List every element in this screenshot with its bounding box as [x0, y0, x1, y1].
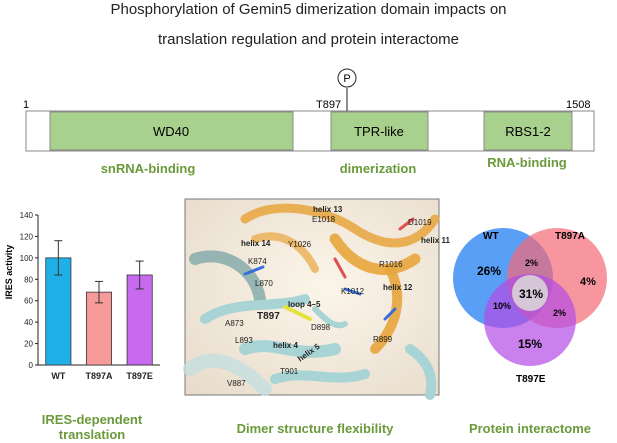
- rbs-label: RBS1-2: [505, 124, 551, 139]
- end-position: 1508: [566, 99, 590, 111]
- label-v887: V887: [227, 379, 246, 388]
- label-d1019: D1019: [408, 218, 432, 227]
- phospho-label: P: [343, 73, 350, 85]
- wd40-label: WD40: [153, 124, 189, 139]
- venn-t897a-only: 4%: [580, 276, 596, 288]
- dimerization-label: dimerization: [340, 161, 417, 176]
- venn-circle-t897e: [484, 274, 576, 366]
- dimer-structure-image: helix 13 E1018 D1019 helix 11 helix 14 Y…: [183, 198, 450, 400]
- bar-wt: [45, 257, 72, 366]
- bar-caption: IRES-dependent translation: [41, 412, 143, 442]
- y-tick-label: 0: [29, 361, 34, 370]
- venn-wt-a: 2%: [525, 258, 538, 268]
- label-e1018: E1018: [312, 215, 336, 224]
- label-l870: L870: [255, 279, 273, 288]
- bar-t897a: [85, 291, 113, 366]
- x-tick-label: T897A: [85, 371, 113, 381]
- label-r899: R899: [373, 335, 393, 344]
- label-a873: A873: [225, 319, 244, 328]
- title-line-1: Phosphorylation of Gemin5 dimerization d…: [110, 1, 507, 18]
- tpr-label: TPR-like: [354, 124, 404, 139]
- venn-label-wt: WT: [483, 231, 499, 242]
- y-tick-label: 20: [24, 340, 33, 349]
- y-tick-label: 140: [20, 211, 34, 220]
- start-position: 1: [23, 99, 29, 111]
- rbs-domain: [483, 111, 573, 151]
- label-loop-4-5: loop 4–5: [288, 300, 321, 309]
- venn-center-region: [512, 275, 548, 311]
- y-axis-label: IRES activity: [4, 245, 14, 300]
- label-helix-12: helix 12: [383, 283, 413, 292]
- site-position: T897: [316, 99, 341, 111]
- label-t901: T901: [280, 367, 299, 376]
- rna-binding-label: RNA-binding: [487, 155, 566, 170]
- y-tick-label: 80: [24, 275, 33, 284]
- label-helix-11: helix 11: [421, 236, 450, 245]
- venn-t897e-only: 15%: [518, 337, 542, 351]
- venn-caption: Protein interactome: [468, 421, 592, 436]
- title-line-2: translation regulation and protein inter…: [157, 31, 460, 48]
- label-d898: D898: [311, 323, 331, 332]
- wd40-domain: [49, 111, 294, 151]
- venn-all: 31%: [519, 287, 543, 301]
- x-tick-label: T897E: [126, 371, 153, 381]
- label-k1012: K1012: [341, 287, 365, 296]
- snrna-binding-label: snRNA-binding: [101, 161, 196, 176]
- phospho-circle: [337, 68, 357, 88]
- bar-t897e: [126, 274, 153, 366]
- venn-label-t897a: T897A: [555, 231, 585, 242]
- y-tick-label: 100: [20, 254, 34, 263]
- venn-a-e: 2%: [553, 308, 566, 318]
- label-r1016: R1016: [379, 260, 403, 269]
- x-tick-label: WT: [51, 371, 65, 381]
- label-y1026: Y1026: [288, 240, 312, 249]
- venn-wt-only: 26%: [477, 264, 501, 278]
- label-k874: K874: [248, 257, 267, 266]
- label-t897: T897: [257, 311, 280, 322]
- tpr-like-domain: [330, 111, 429, 151]
- label-helix-14: helix 14: [241, 239, 271, 248]
- interactome-venn: WT T897A T897E 26% 4% 15% 2% 10% 2% 31%: [453, 228, 607, 385]
- label-l893: L893: [235, 336, 253, 345]
- label-helix-4: helix 4: [273, 341, 298, 350]
- y-tick-label: 120: [20, 232, 34, 241]
- label-helix-13: helix 13: [313, 205, 343, 214]
- protein-map: P 1 T897 1508 WD40 TPR-like RBS1-2 snRNA…: [23, 68, 595, 176]
- y-tick-label: 40: [24, 318, 33, 327]
- y-tick-label: 60: [24, 297, 33, 306]
- venn-label-t897e: T897E: [516, 374, 546, 385]
- structure-caption: Dimer structure flexibility: [236, 421, 394, 436]
- ires-bar-chart: 0 20 40 60 80 100 120 140 WT T897A T897E IRES act…: [4, 211, 160, 381]
- venn-wt-e: 10%: [493, 301, 511, 311]
